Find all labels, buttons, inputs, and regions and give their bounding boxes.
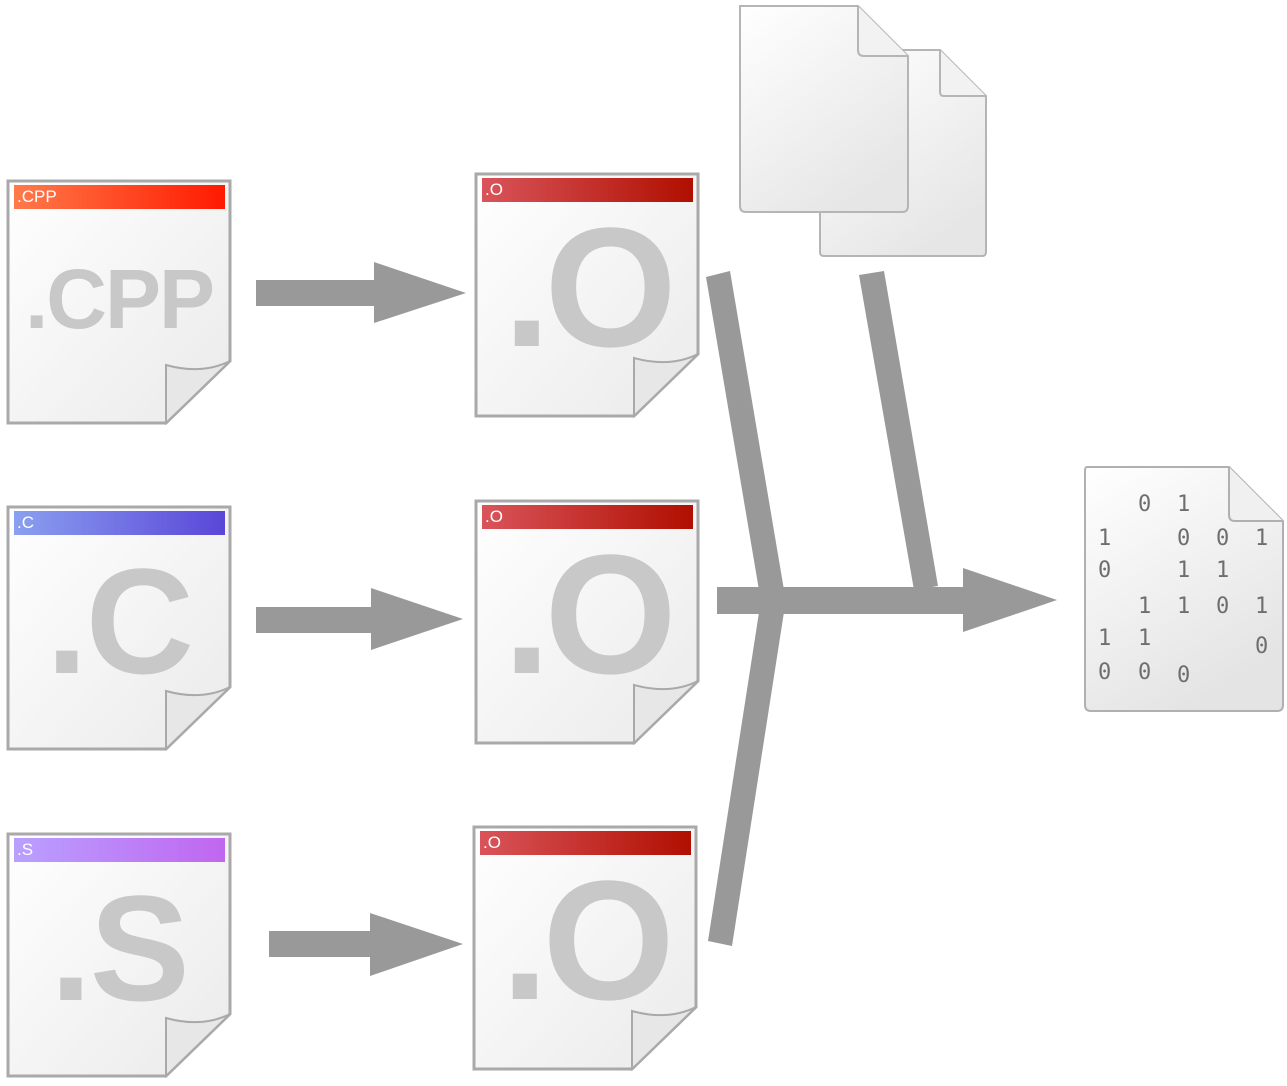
binary-digit: 0: [1098, 558, 1112, 583]
arrow-c-to-o: [256, 588, 463, 650]
file-extension-label: .O: [503, 193, 676, 383]
binary-digit: 0: [1216, 526, 1230, 551]
document-front: [739, 5, 909, 213]
source-file-c: .C .C: [6, 505, 232, 751]
arrow-s-to-o: [269, 913, 463, 976]
document-icon: [474, 172, 700, 418]
binary-digit: 0: [1177, 663, 1191, 688]
document-icon: [6, 832, 232, 1078]
file-extension-label: .O: [501, 846, 674, 1036]
binary-digit: 1: [1177, 558, 1191, 583]
binary-digit: 0: [1138, 660, 1152, 685]
source-file-cpp: .CPP .CPP: [6, 179, 232, 425]
file-extension-label: .CPP: [24, 252, 215, 346]
binary-digit: 0: [1255, 634, 1269, 659]
linker-merge: [706, 271, 1057, 946]
binary-digit: 0: [1098, 660, 1112, 685]
binary-digit: 1: [1255, 594, 1269, 619]
binary-digit: 0: [1138, 492, 1152, 517]
arrow-cpp-to-o: [256, 262, 466, 323]
file-extension-tag: .CPP: [17, 187, 57, 206]
binary-digit: 1: [1255, 526, 1269, 551]
binary-digit: 1: [1098, 526, 1112, 551]
binary-digit: 0: [1216, 594, 1230, 619]
file-extension-tag: .O: [485, 507, 503, 526]
document-stack-icon: [739, 5, 987, 257]
binary-digit: 1: [1138, 626, 1152, 651]
source-file-s: .S .S: [6, 832, 232, 1078]
executable-file: 0 1 1 0 0 1 0 1 1 1 1 0 1 1 1 0 0 0 0: [1081, 463, 1287, 715]
file-extension-tag: .C: [17, 513, 34, 532]
binary-digit: 1: [1177, 594, 1191, 619]
file-extension-tag: .S: [17, 840, 34, 859]
object-file-1: .O .O: [474, 172, 700, 418]
file-extension-label: .S: [50, 864, 190, 1032]
document-icon: [6, 505, 232, 751]
binary-file-icon: [1084, 466, 1284, 712]
binary-digit: 1: [1177, 492, 1191, 517]
binary-digit: 1: [1216, 558, 1230, 583]
binary-digit: 0: [1177, 526, 1191, 551]
file-extension-tag: .O: [485, 180, 503, 199]
binary-digit: 1: [1138, 594, 1152, 619]
object-file-3: .O .O: [472, 825, 698, 1071]
object-file-2: .O .O: [474, 499, 700, 745]
document-icon: [472, 825, 698, 1071]
document-icon: [474, 499, 700, 745]
file-extension-tag: .O: [483, 833, 501, 852]
file-extension-label: .O: [503, 520, 676, 710]
file-extension-label: .C: [46, 537, 194, 705]
binary-digit: 1: [1098, 626, 1112, 651]
document-icon: [6, 179, 232, 425]
